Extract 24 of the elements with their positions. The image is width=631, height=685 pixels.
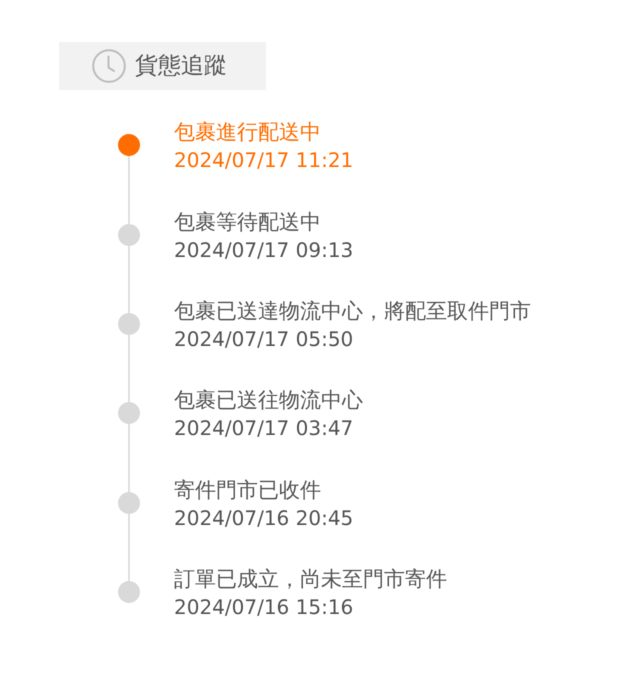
- timeline-line: [128, 156, 130, 224]
- timeline-line: [128, 246, 130, 313]
- timestamp: 2024/07/17 09:13: [174, 237, 354, 264]
- timeline-dot: [118, 581, 140, 603]
- timeline-dot: [118, 402, 140, 424]
- timeline-line: [128, 514, 130, 581]
- status-text: 包裹進行配送中: [174, 119, 321, 146]
- timestamp: 2024/07/17 03:47: [174, 415, 354, 442]
- timestamp: 2024/07/17 05:50: [174, 326, 354, 353]
- status-text: 包裹已送往物流中心: [174, 387, 363, 414]
- status-text: 包裹等待配送中: [174, 209, 321, 236]
- status-text: 寄件門市已收件: [174, 477, 321, 504]
- status-text: 訂單已成立，尚未至門市寄件: [174, 566, 447, 593]
- timestamp: 2024/07/16 15:16: [174, 594, 354, 621]
- timeline-dot: [118, 224, 140, 246]
- timeline-dot: [118, 492, 140, 514]
- timeline-dot: [118, 313, 140, 335]
- timestamp: 2024/07/17 11:21: [174, 147, 354, 174]
- timeline-line: [128, 424, 130, 492]
- timeline-dot: [118, 134, 140, 156]
- timestamp: 2024/07/16 20:45: [174, 505, 354, 532]
- section-title: 貨態追蹤: [135, 52, 227, 81]
- status-text: 包裹已送達物流中心，將配至取件門市: [174, 298, 531, 325]
- timeline-line: [128, 335, 130, 402]
